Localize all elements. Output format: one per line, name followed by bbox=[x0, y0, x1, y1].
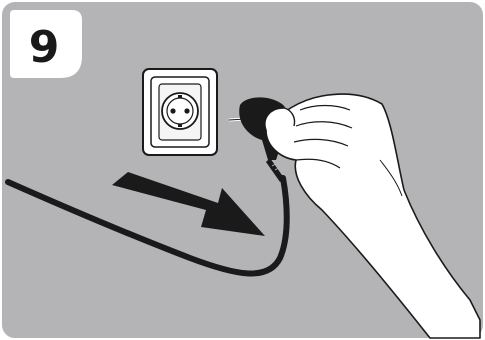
step-number: 9 bbox=[29, 22, 60, 73]
step-badge: 9 bbox=[10, 10, 82, 78]
wall-socket-icon bbox=[143, 69, 217, 155]
